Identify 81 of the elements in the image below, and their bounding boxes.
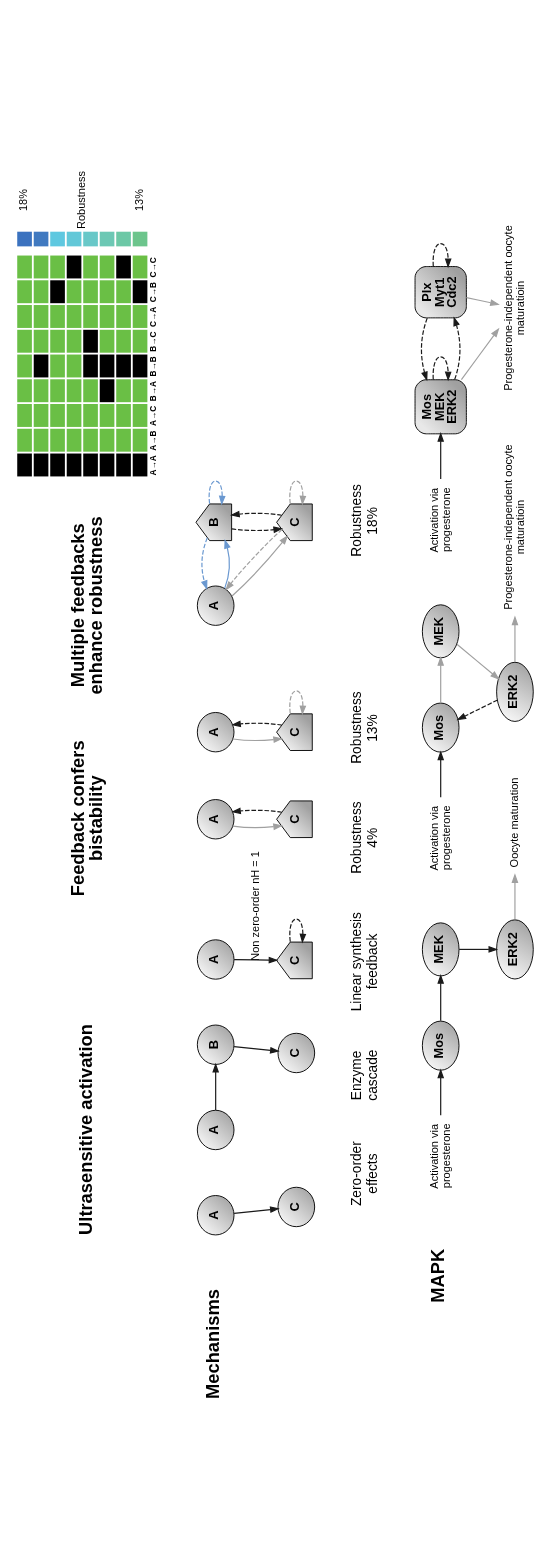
arrow: [465, 296, 500, 306]
arrow: [208, 479, 226, 505]
node-text: Oocyte maturation: [507, 777, 520, 867]
label: MAPK: [427, 1248, 449, 1303]
node-ellipse: ERK2: [496, 918, 534, 979]
label: Feedback confers bistability: [67, 739, 107, 896]
arrow: [231, 719, 283, 727]
arrow: [231, 807, 283, 814]
label: 13%: [132, 188, 145, 211]
arrow: [231, 534, 289, 597]
node-ellipse: Mos: [421, 1020, 460, 1071]
label: Robustness 18%: [348, 483, 380, 557]
arrow: [511, 615, 519, 662]
node-circle: A: [196, 1194, 235, 1235]
arrow: [224, 538, 231, 589]
arrow: [458, 945, 499, 953]
label: Ultrasensitive activation: [75, 1023, 97, 1235]
label: Robustness 13%: [348, 690, 380, 764]
node-text: Activation via progesterone: [427, 486, 452, 553]
arrow: [456, 699, 498, 720]
edge-label: Non zero-order nH = 1: [248, 850, 261, 961]
arrow: [453, 315, 461, 380]
arrow: [231, 525, 284, 533]
arrow: [432, 242, 452, 268]
arrow: [230, 510, 283, 517]
node-circle: C: [277, 1186, 316, 1227]
node-text: Progesterone-independent oocyte maturatioin: [501, 224, 526, 391]
node-circle: B: [196, 1024, 235, 1065]
label: C→A: [148, 306, 158, 327]
arrow: [437, 1068, 445, 1116]
arrow: [212, 1062, 220, 1111]
arrow: [456, 643, 500, 680]
label: B→A: [148, 380, 158, 401]
arrow: [437, 431, 445, 480]
arrow: [289, 479, 307, 505]
label: C→B: [148, 281, 158, 302]
label: B→C: [148, 331, 158, 352]
label: C→C: [148, 256, 158, 278]
node-text: Activation via progesterone: [427, 1122, 452, 1189]
arrow: [437, 750, 445, 798]
arrow: [432, 355, 452, 381]
arrow: [437, 973, 445, 1021]
label: A→C: [148, 405, 158, 426]
node-circle: A: [196, 1109, 235, 1150]
arrow: [437, 655, 445, 703]
label: A→A: [148, 454, 158, 476]
node-circle: A: [196, 711, 235, 752]
arrow: [200, 536, 208, 590]
label: Robustness 4%: [348, 800, 380, 874]
arrow: [225, 528, 283, 591]
label: B→B: [148, 355, 158, 377]
label: 18%: [17, 188, 30, 211]
arrow: [233, 956, 279, 963]
arrow: [460, 327, 500, 380]
arrow: [511, 872, 519, 920]
arrow: [289, 918, 307, 944]
node-text: Progesterone-independent oocyte maturatioin: [501, 443, 526, 610]
node-circle: A: [196, 938, 235, 980]
arrow: [232, 735, 283, 743]
node-circle: A: [196, 798, 235, 839]
node-circle: A: [196, 585, 235, 626]
node-ellipse: Mos: [421, 702, 460, 753]
node-box: Mos MEK ERK2: [414, 378, 467, 434]
label: Robustness: [75, 170, 88, 229]
node-box: Plx Myt1 Cdc2: [414, 265, 467, 318]
node-ellipse: MEK: [421, 603, 460, 658]
label: Enzyme cascade: [348, 1048, 380, 1101]
label: Mechanisms: [202, 1288, 224, 1399]
label: Linear synthesis feedback: [348, 911, 380, 1011]
node-text: Activation via progesterone: [427, 804, 452, 871]
label: Multiple feedbacks enhance robustness: [67, 515, 107, 695]
arrow: [233, 1045, 280, 1054]
label: A→B: [148, 430, 158, 451]
node-ellipse: MEK: [421, 921, 460, 976]
arrow: [233, 1205, 280, 1214]
arrow: [289, 689, 307, 715]
node-ellipse: ERK2: [496, 661, 534, 722]
label: Zero-order effects: [348, 1140, 380, 1206]
arrow: [232, 822, 283, 830]
node-circle: C: [277, 1032, 316, 1073]
arrow: [420, 317, 428, 381]
